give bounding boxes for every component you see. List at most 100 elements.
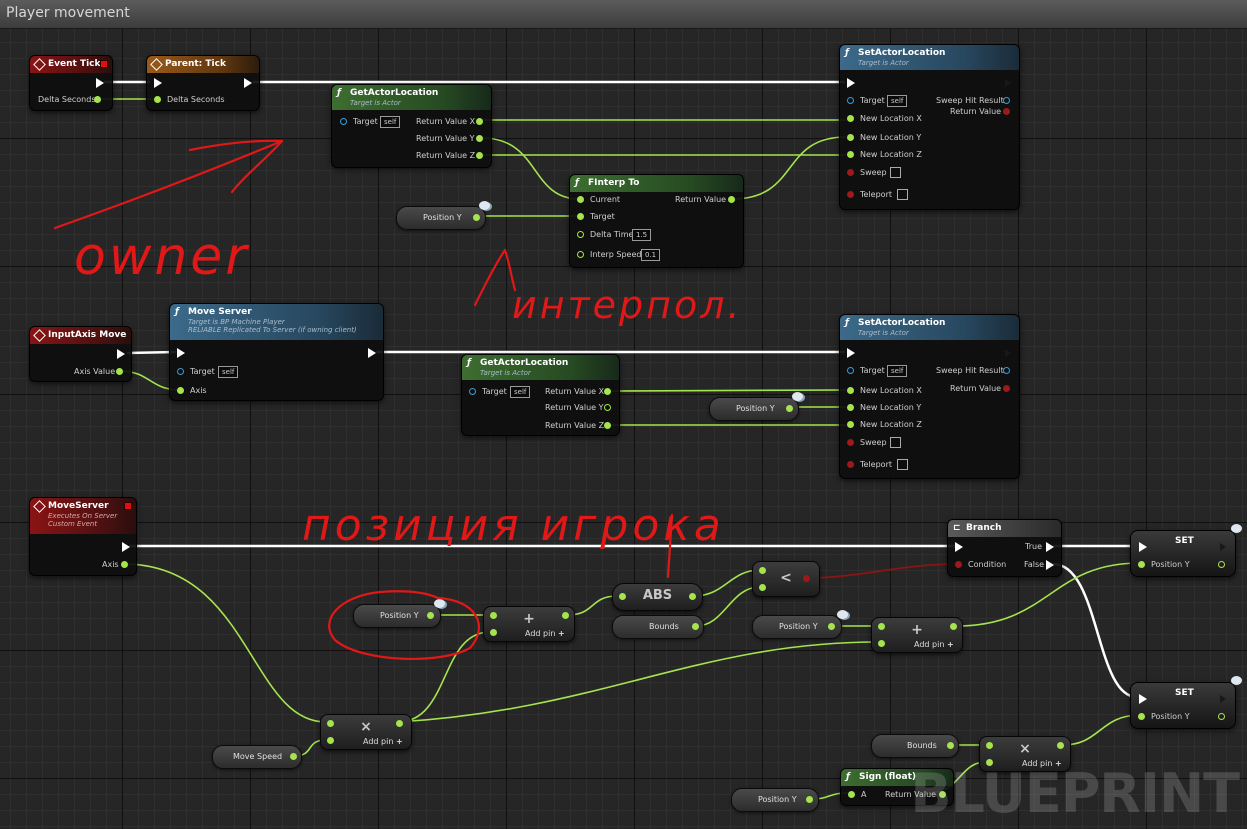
object-in-pin[interactable] — [469, 388, 476, 395]
struct-out-pin[interactable] — [1003, 367, 1010, 374]
float-out-pin[interactable] — [692, 623, 699, 630]
exec-out-pin[interactable] — [368, 348, 376, 358]
bool-in-pin[interactable] — [847, 461, 854, 468]
bool-out-pin[interactable] — [1003, 108, 1010, 115]
float-in-pin[interactable] — [848, 791, 855, 798]
sweep-checkbox[interactable] — [890, 167, 901, 178]
float-in-pin[interactable] — [490, 612, 497, 619]
object-in-pin[interactable] — [340, 118, 347, 125]
bool-in-pin[interactable] — [955, 561, 962, 568]
bounds-getter[interactable]: Bounds — [612, 615, 704, 639]
bool-in-pin[interactable] — [847, 439, 854, 446]
add-pin-button[interactable]: Add pin + — [1022, 759, 1062, 768]
self-value-box[interactable]: self — [380, 116, 401, 128]
exec-in-pin[interactable] — [847, 78, 855, 88]
add-float-node[interactable]: + Add pin + — [871, 617, 963, 653]
float-out-pin[interactable] — [473, 214, 480, 221]
exec-out-pin-true[interactable] — [1046, 542, 1054, 552]
float-in-pin[interactable] — [177, 387, 184, 394]
exec-out-pin-false[interactable] — [1046, 560, 1054, 570]
parent-tick-node[interactable]: Parent: Tick Delta Seconds — [146, 55, 260, 111]
float-out-pin[interactable] — [939, 791, 946, 798]
float-out-pin[interactable] — [1218, 561, 1225, 568]
float-out-pin[interactable] — [1218, 713, 1225, 720]
float-out-pin[interactable] — [786, 405, 793, 412]
float-out-pin[interactable] — [806, 796, 813, 803]
exec-out-pin[interactable] — [244, 78, 252, 88]
teleport-checkbox[interactable] — [897, 459, 908, 470]
float-out-pin[interactable] — [94, 96, 101, 103]
exec-in-pin[interactable] — [1139, 694, 1147, 704]
multiply-float-node[interactable]: × Add pin + — [320, 714, 412, 750]
float-out-pin[interactable] — [476, 118, 483, 125]
float-in-pin[interactable] — [577, 251, 584, 258]
float-in-pin[interactable] — [847, 134, 854, 141]
float-out-pin[interactable] — [828, 623, 835, 630]
float-in-pin[interactable] — [327, 720, 334, 727]
float-in-pin[interactable] — [577, 213, 584, 220]
float-out-pin[interactable] — [950, 623, 957, 630]
exec-out-pin[interactable] — [1219, 694, 1227, 704]
float-in-pin[interactable] — [847, 115, 854, 122]
bool-in-pin[interactable] — [847, 169, 854, 176]
float-out-pin[interactable] — [604, 388, 611, 395]
float-in-pin[interactable] — [154, 96, 161, 103]
add-pin-button[interactable]: Add pin + — [914, 640, 954, 649]
float-out-pin[interactable] — [562, 612, 569, 619]
float-out-pin[interactable] — [116, 368, 123, 375]
bounds-getter[interactable]: Bounds — [871, 734, 959, 758]
float-in-pin[interactable] — [878, 640, 885, 647]
multiply-float-node[interactable]: × Add pin + — [979, 736, 1071, 772]
self-value-box[interactable]: self — [887, 365, 908, 377]
float-out-pin[interactable] — [604, 404, 611, 411]
position-y-getter[interactable]: Position Y — [353, 599, 445, 628]
position-y-getter[interactable]: Position Y — [396, 201, 490, 230]
float-out-pin[interactable] — [689, 593, 696, 600]
float-out-pin[interactable] — [1057, 742, 1064, 749]
move-speed-getter[interactable]: Move Speed — [212, 745, 302, 769]
exec-in-pin[interactable] — [177, 348, 185, 358]
float-in-pin[interactable] — [847, 387, 854, 394]
float-in-pin[interactable] — [986, 742, 993, 749]
bool-out-pin[interactable] — [803, 575, 810, 582]
teleport-checkbox[interactable] — [897, 189, 908, 200]
delta-time-input[interactable]: 1.5 — [632, 229, 652, 241]
add-pin-button[interactable]: Add pin + — [525, 629, 565, 638]
window-title-bar[interactable]: Player movement — [0, 0, 1247, 29]
exec-out-pin[interactable] — [1004, 348, 1012, 358]
float-out-pin[interactable] — [604, 422, 611, 429]
float-in-pin[interactable] — [577, 231, 584, 238]
float-in-pin[interactable] — [490, 629, 497, 636]
exec-in-pin[interactable] — [847, 348, 855, 358]
self-value-box[interactable]: self — [510, 386, 531, 398]
bool-in-pin[interactable] — [847, 191, 854, 198]
float-in-pin[interactable] — [619, 593, 626, 600]
float-out-pin[interactable] — [396, 720, 403, 727]
exec-out-pin[interactable] — [1219, 542, 1227, 552]
float-in-pin[interactable] — [878, 623, 885, 630]
set-position-y-node[interactable]: SET Position Y — [1130, 524, 1242, 577]
interp-speed-input[interactable]: 0.1 — [641, 249, 661, 261]
position-y-getter[interactable]: Position Y — [731, 788, 819, 812]
float-in-pin[interactable] — [847, 151, 854, 158]
input-axis-move-node[interactable]: InputAxis Move Axis Value — [29, 326, 132, 382]
exec-out-pin[interactable] — [117, 349, 125, 359]
position-y-getter[interactable]: Position Y — [709, 392, 803, 421]
float-in-pin[interactable] — [986, 759, 993, 766]
struct-out-pin[interactable] — [1003, 97, 1010, 104]
float-out-pin[interactable] — [947, 742, 954, 749]
float-out-pin[interactable] — [476, 152, 483, 159]
self-value-box[interactable]: self — [887, 95, 908, 107]
abs-node[interactable]: ABS — [612, 583, 703, 611]
float-in-pin[interactable] — [847, 421, 854, 428]
